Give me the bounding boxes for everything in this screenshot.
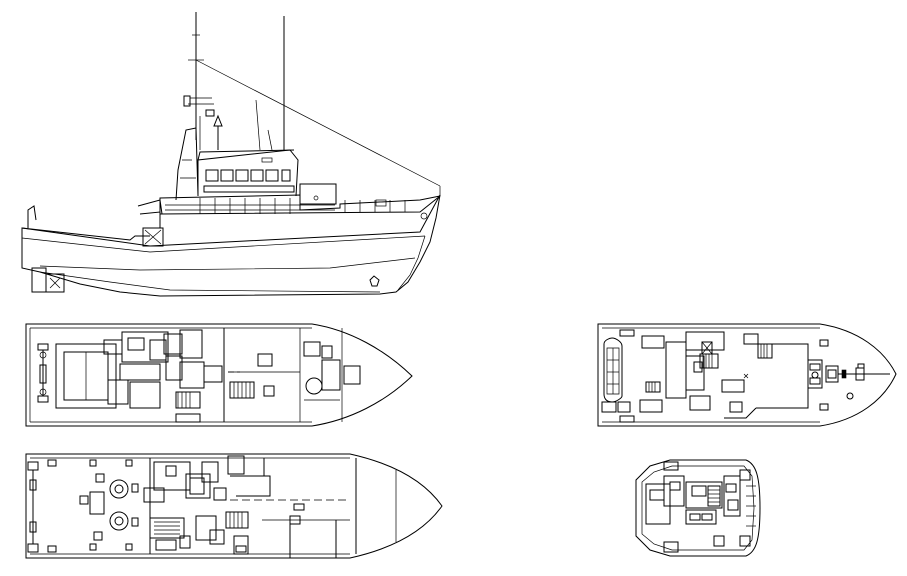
- lower-deck-outline: [25, 453, 443, 559]
- wheelhouse-windows: [205, 169, 291, 182]
- lower-deck-fittings: [47, 459, 133, 553]
- anchor-windlass: [807, 339, 890, 411]
- stern-gear: [37, 343, 49, 403]
- sheer-line: [21, 235, 426, 253]
- lifeboat: [603, 337, 623, 403]
- stern-davit: [27, 205, 37, 228]
- wheelhouse-console: [645, 475, 741, 525]
- superstructure: [159, 194, 441, 215]
- lower-deck-stair: [225, 511, 249, 529]
- upper-deck-stair-a: [645, 381, 661, 393]
- bow-line: [397, 235, 426, 291]
- wheelhouse-deck-plan-view: [635, 459, 761, 557]
- wheelhouse-deck-outline: [635, 459, 761, 557]
- forward-house: [299, 183, 337, 205]
- main-deck-plan-view: [25, 323, 413, 427]
- waterline: [39, 257, 416, 271]
- upper-deck-outline: [597, 323, 897, 427]
- upper-deck-plan-view: [597, 323, 897, 427]
- winch-drums: [109, 479, 139, 531]
- funnel: [175, 127, 199, 201]
- aft-deckhouse: [142, 227, 164, 247]
- main-deck-outline: [25, 323, 413, 427]
- main-deck-stair: [229, 381, 255, 399]
- upper-deck-stair-c: [757, 343, 773, 359]
- keel-line: [39, 271, 381, 293]
- propeller-housing: [45, 273, 65, 293]
- lower-deck-plan-view: [25, 453, 443, 559]
- forestay: [195, 59, 441, 187]
- side-elevation-view: [21, 12, 441, 297]
- upper-deck-stair-b: [699, 353, 719, 369]
